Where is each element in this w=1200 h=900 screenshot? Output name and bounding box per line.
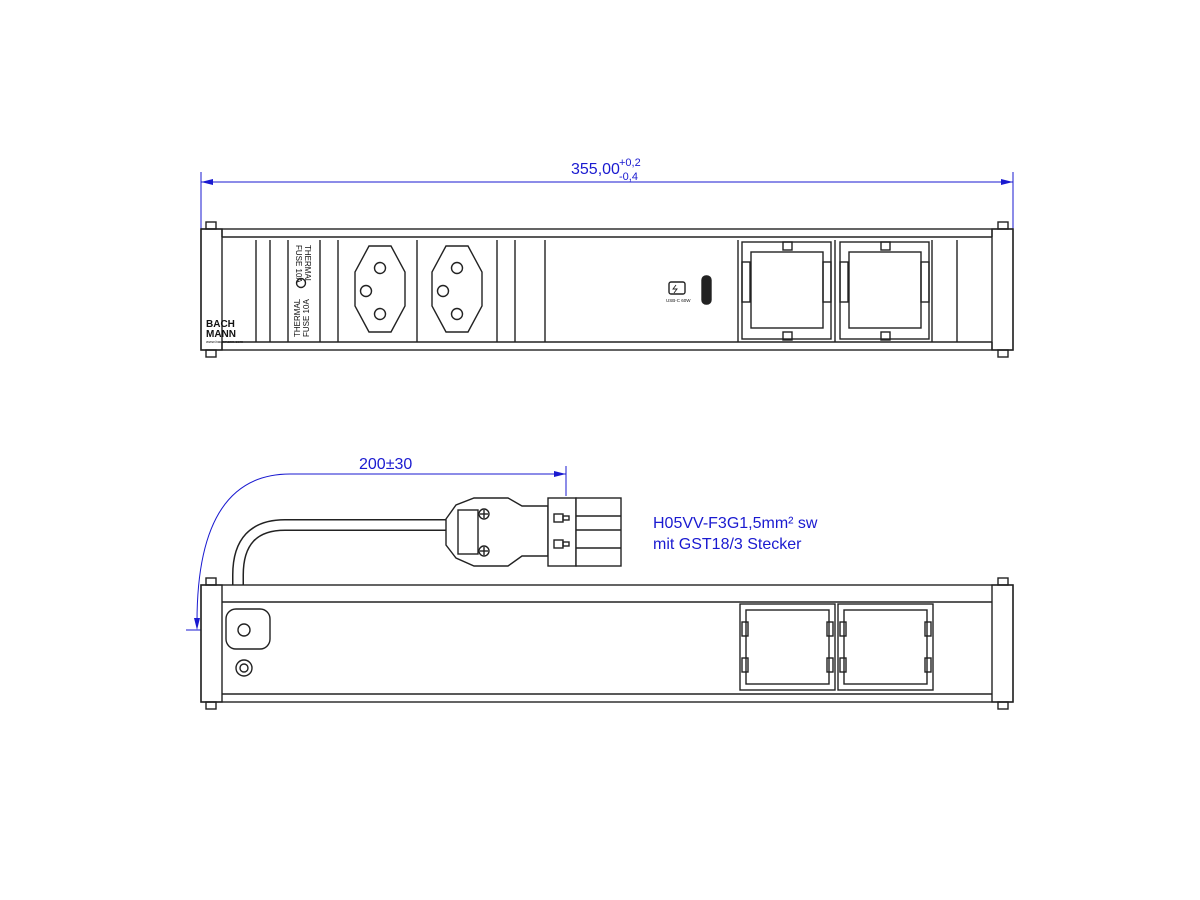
swiss-socket-2 <box>431 245 483 333</box>
gst18-connector <box>445 497 622 567</box>
cable-note-line-1: H05VV-F3G1,5mm² sw <box>653 515 818 532</box>
keystone-frame-2 <box>839 241 930 341</box>
tolerance-lower: -0,4 <box>619 171 638 183</box>
usb-c-port <box>668 275 712 305</box>
keystone-frame-1 <box>741 241 832 341</box>
swiss-socket-1 <box>354 245 406 333</box>
fuse-reset-button <box>295 277 307 289</box>
side-view <box>186 466 1014 710</box>
overall-length-value: 355,00 <box>571 161 620 178</box>
fuse-label-top-2: FUSE 10A <box>294 245 303 283</box>
cable-gland <box>225 608 271 650</box>
cable-length-value: 200±30 <box>359 456 412 473</box>
side-keystone-1 <box>739 603 836 691</box>
brand-line-1: BACH <box>206 319 235 330</box>
cable-note-line-2: mit GST18/3 Stecker <box>653 536 802 553</box>
mounting-hole <box>235 659 253 677</box>
top-housing <box>200 228 1014 351</box>
fuse-label-top-1: THERMAL <box>303 245 312 284</box>
overall-length-dimension <box>200 172 1014 230</box>
side-keystone-2 <box>837 603 934 691</box>
fuse-label-bottom-1: THERMAL <box>293 298 302 337</box>
usb-c-label: USB-C 60W <box>666 298 691 303</box>
brand-line-2: MANN <box>206 329 236 340</box>
brand-url: www.bachmann.com <box>206 339 244 344</box>
top-view <box>200 172 1014 358</box>
tolerance-upper: +0,2 <box>619 157 641 169</box>
fuse-label-bottom-2: FUSE 10A <box>302 299 311 337</box>
